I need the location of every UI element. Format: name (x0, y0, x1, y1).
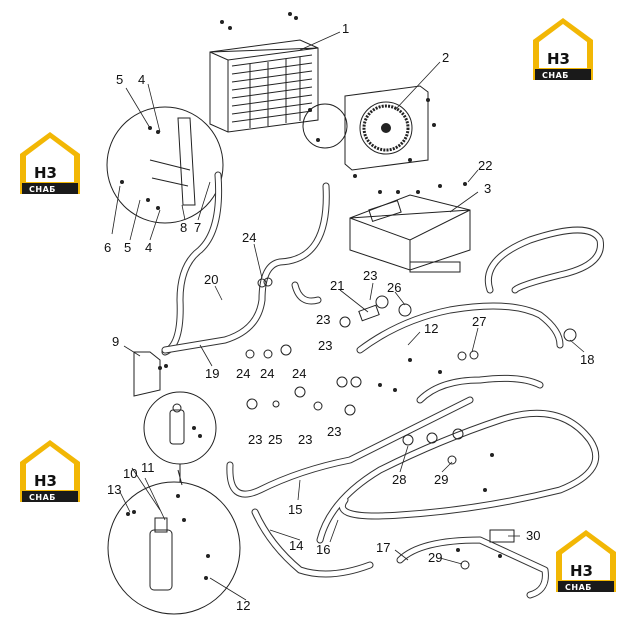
evaporator-unit (349, 194, 471, 273)
callout-27: 27 (472, 314, 486, 329)
detail-circle-receiver-large (107, 469, 241, 615)
callout-23e: 23 (298, 432, 312, 447)
bolts (120, 12, 502, 580)
callout-22: 22 (478, 158, 492, 173)
callout-24a: 24 (242, 230, 256, 245)
condenser-core (209, 39, 319, 133)
callout-13: 13 (107, 482, 121, 497)
callout-28: 28 (392, 472, 406, 487)
callout-2: 2 (442, 50, 449, 65)
logo-left-bottom: H3 СНАБ (20, 440, 80, 502)
logo-left-top: H3 СНАБ (20, 132, 80, 194)
fan-assembly (302, 85, 429, 171)
fittings (245, 277, 577, 570)
callout-24c: 24 (260, 366, 274, 381)
detail-circle-receiver-small (143, 391, 217, 465)
callout-9: 9 (112, 334, 119, 349)
callout-29a: 29 (434, 472, 448, 487)
callout-4: 4 (138, 72, 145, 87)
callout-18: 18 (580, 352, 594, 367)
callout-16: 16 (316, 542, 330, 557)
callout-26: 26 (387, 280, 401, 295)
callout-1: 1 (342, 21, 349, 36)
callout-3: 3 (484, 181, 491, 196)
logo-mark: H3 (34, 164, 57, 182)
callout-21: 21 (330, 278, 344, 293)
leader-lines (111, 31, 585, 601)
logo-text: СНАБ (542, 71, 569, 80)
logo-bottom-right: H3 СНАБ (556, 530, 616, 592)
callout-23a: 23 (363, 268, 377, 283)
callout-24b: 24 (236, 366, 250, 381)
logo-text: СНАБ (565, 583, 592, 592)
callout-8: 8 (180, 220, 187, 235)
callout-12: 12 (424, 321, 438, 336)
hoses (161, 171, 604, 599)
callout-14: 14 (289, 538, 303, 553)
callout-30: 30 (526, 528, 540, 543)
logo-text: СНАБ (29, 185, 56, 194)
callout-24d: 24 (292, 366, 306, 381)
callout-17: 17 (376, 540, 390, 555)
callout-4b: 4 (145, 240, 152, 255)
callout-6: 6 (104, 240, 111, 255)
callout-23c: 23 (318, 338, 332, 353)
callout-5: 5 (116, 72, 123, 87)
logo-text: СНАБ (29, 493, 56, 502)
callout-20: 20 (204, 272, 218, 287)
detail-circle-bracket (106, 106, 224, 224)
logo-mark: H3 (547, 50, 570, 68)
callout-25: 25 (268, 432, 282, 447)
mounting-bracket (133, 351, 161, 397)
logo-mark: H3 (34, 472, 57, 490)
logo-mark: H3 (570, 562, 593, 580)
logo-top-right: H3 СНАБ (533, 18, 593, 80)
callout-15: 15 (288, 502, 302, 517)
callout-19: 19 (205, 366, 219, 381)
callout-10: 10 (123, 466, 137, 481)
callout-29b: 29 (428, 550, 442, 565)
callout-23f: 23 (327, 424, 341, 439)
callout-7: 7 (194, 220, 201, 235)
callout-5b: 5 (124, 240, 131, 255)
callout-12b: 12 (236, 598, 250, 613)
callout-23d: 23 (248, 432, 262, 447)
callout-23b: 23 (316, 312, 330, 327)
callout-11: 11 (141, 460, 155, 475)
callouts: 1 2 3 4 4 5 5 6 7 8 9 10 11 12 12 13 14 … (104, 21, 594, 613)
